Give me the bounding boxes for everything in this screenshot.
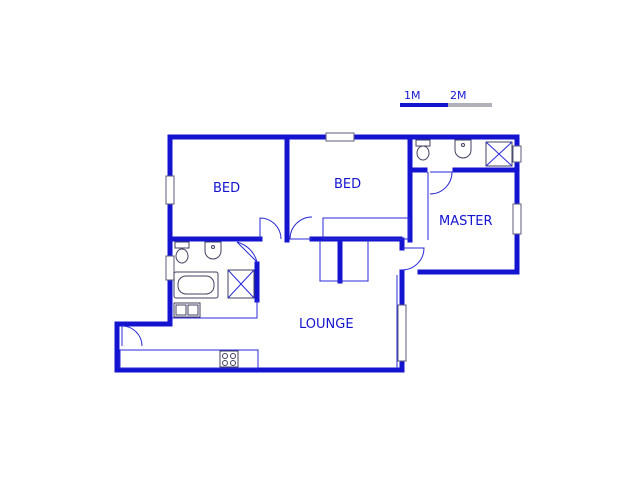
kitchen-sink-bowl-1 [175,304,187,316]
window-lounge [397,304,407,362]
basin-tap-ensuite [461,143,465,147]
stair-outline [319,240,369,282]
windows [165,132,522,362]
bathtub-inner [177,275,215,295]
toilet-bowl-bath [175,248,189,264]
scale-label-1m: 1M [404,89,421,102]
door-entry [121,325,143,347]
window-master [512,203,522,235]
stove-plate-3 [222,360,228,366]
door-master [401,247,425,271]
stove-plate-4 [230,360,236,366]
room-labels: BED BED MASTER LOUNGE [213,177,493,332]
room-label-bed-1: BED [213,181,240,196]
toilet-cistern-bath [174,241,190,249]
door-bath [236,241,258,264]
kitchen-counter [119,349,259,369]
toilet-bowl-ensuite [416,145,430,161]
kitchen-sink-bowl-2 [187,304,199,316]
window-bed2 [325,132,355,142]
door-ensuite [429,171,453,195]
fixtures [173,139,513,368]
door-bed2 [289,216,313,240]
basin-bath [204,241,222,260]
room-label-bed-2: BED [334,177,361,192]
stove-plate-1 [222,353,228,359]
shower-cross-ensuite [485,141,513,167]
room-label-lounge: LOUNGE [299,317,354,332]
interior-details [119,172,429,369]
doors [121,171,453,347]
door-bed1 [259,217,282,240]
toilet-cistern-ensuite [415,139,431,147]
window-ensuite [512,145,522,163]
room-label-master: MASTER [439,214,493,229]
scale-bar: 1M 2M [400,89,492,107]
basin-ensuite [454,139,472,159]
stove-plate-2 [230,353,236,359]
bath-counter-line [172,300,258,319]
scale-label-2m: 2M [450,89,467,102]
window-bath [165,255,175,281]
window-bed1 [165,175,175,205]
basin-tap-bath [211,245,215,249]
built-in-cupboard [322,217,410,240]
shower-cross-bath [227,269,255,299]
